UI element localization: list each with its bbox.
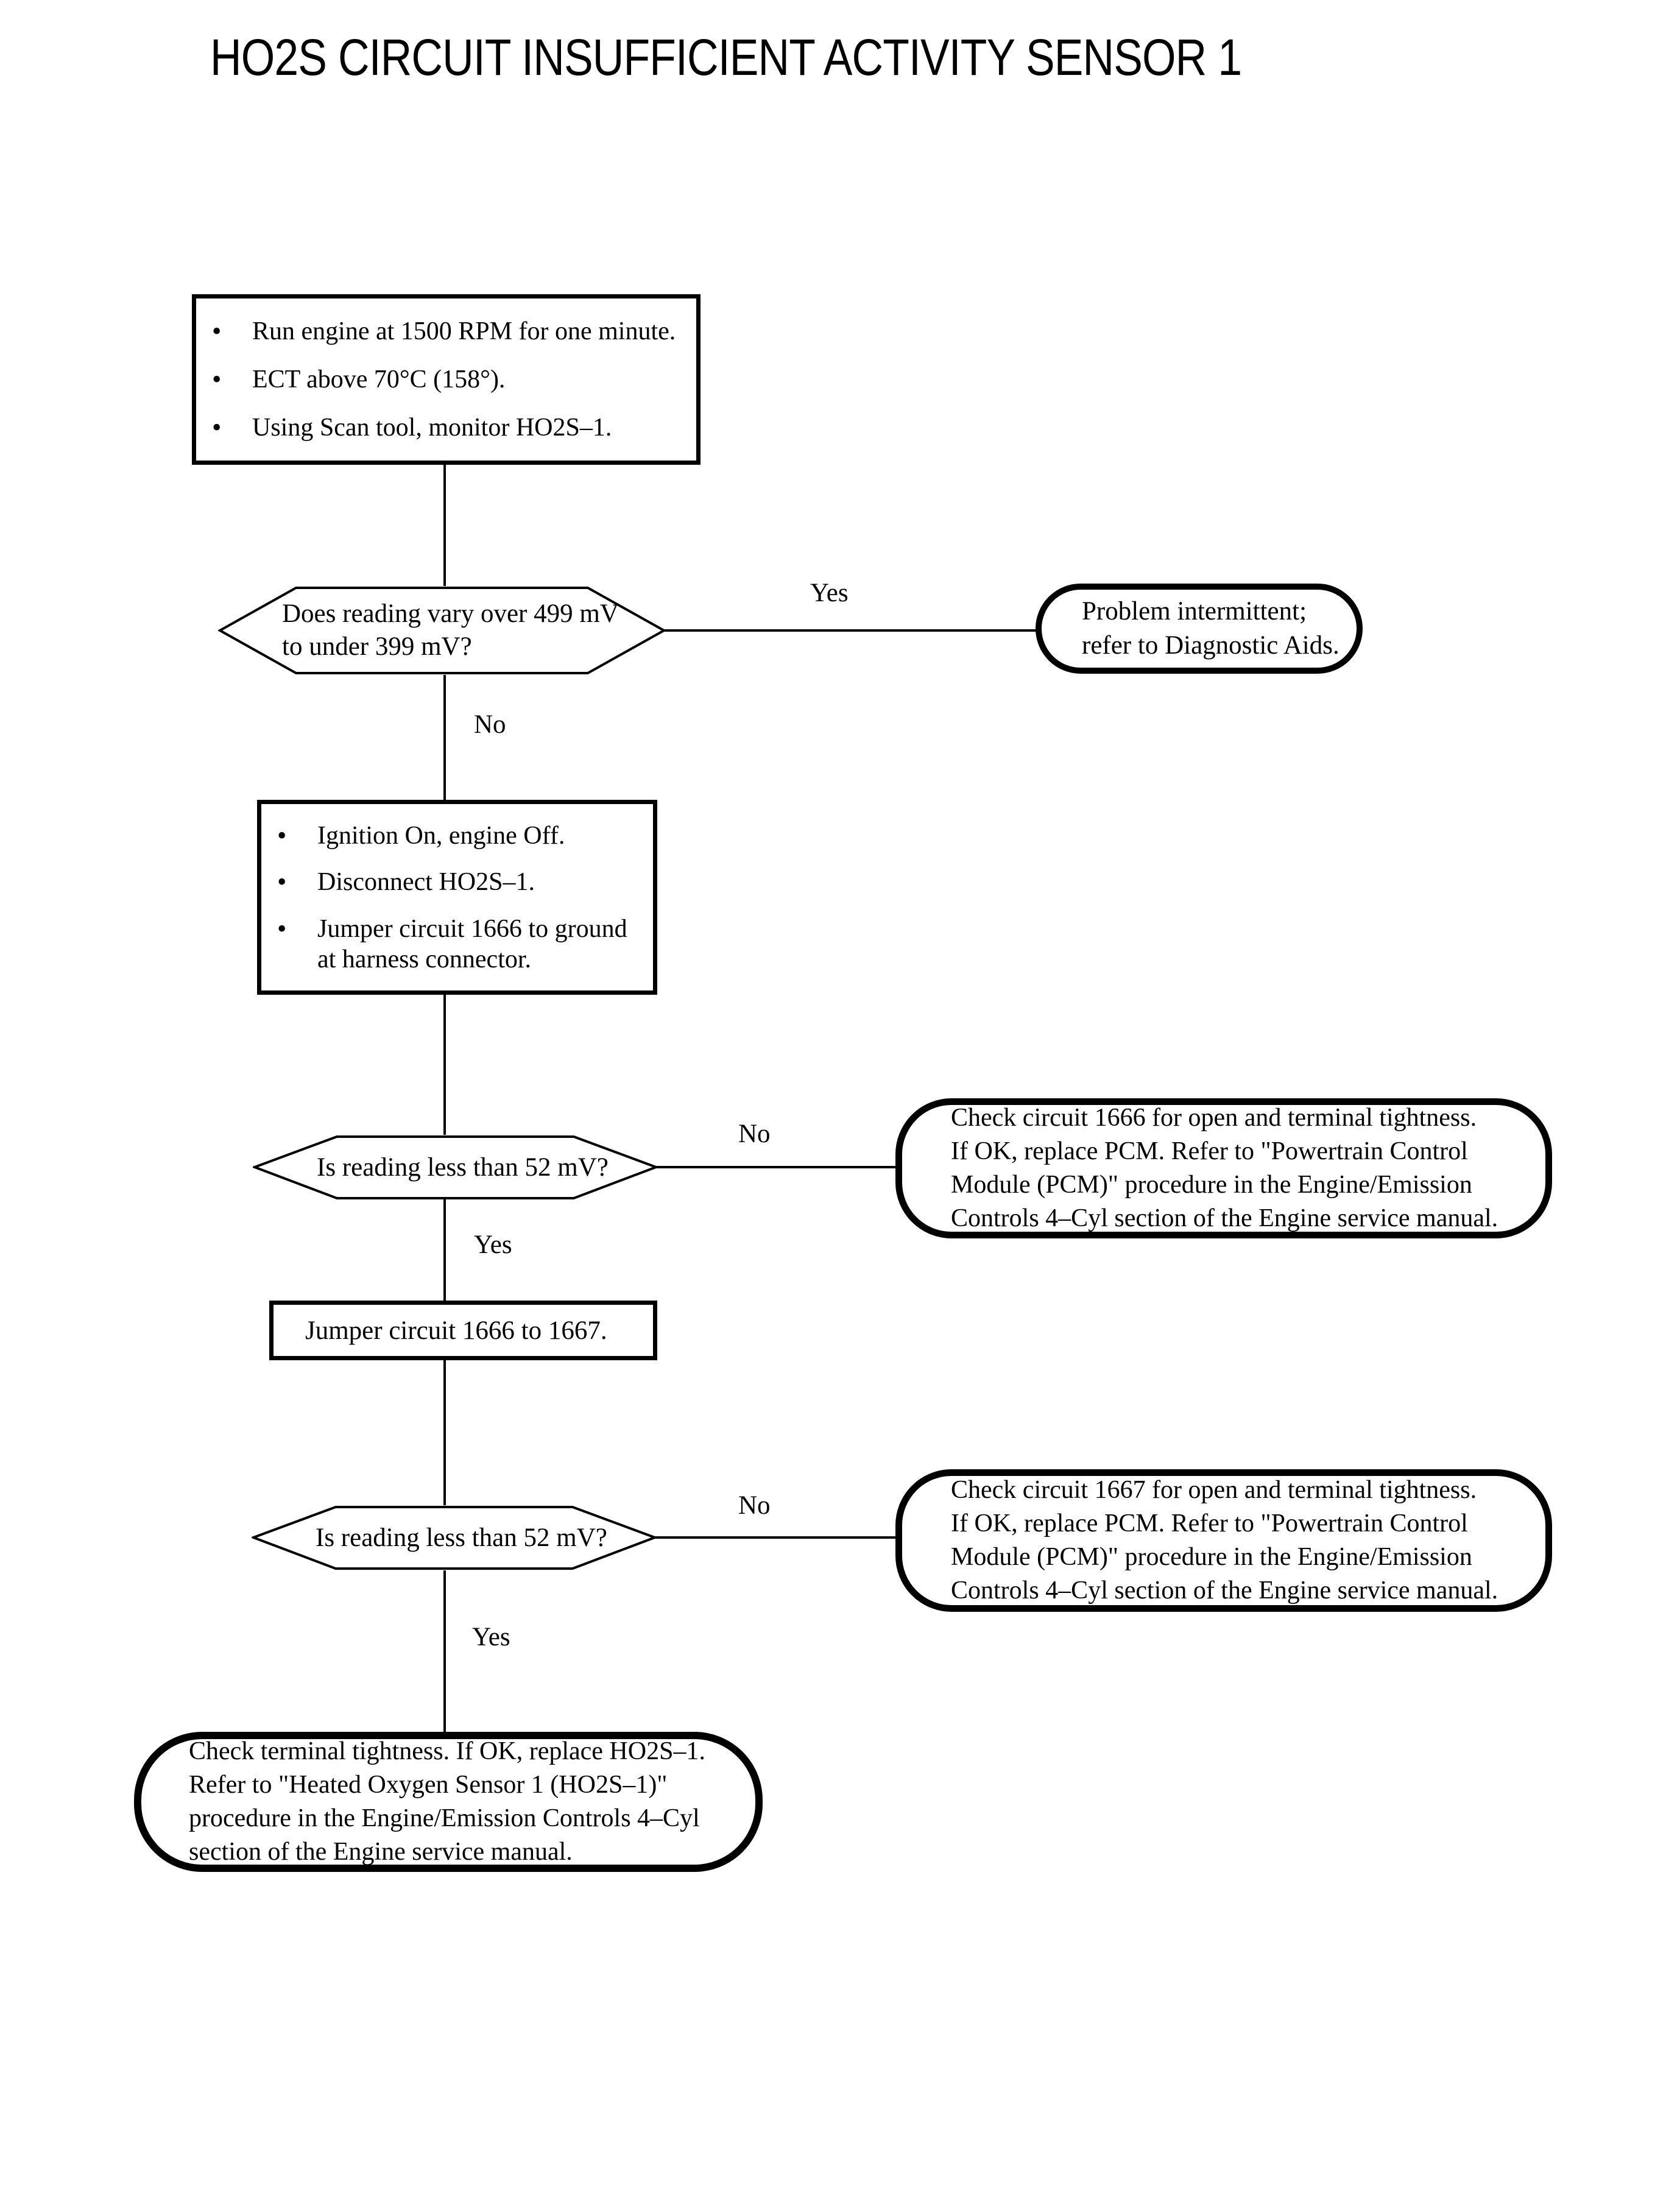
list-item-text: Jumper circuit 1666 to ground at harness… <box>317 914 627 973</box>
branch-label-yes: Yes <box>472 1623 510 1651</box>
connector-prep-to-decision2 <box>443 995 446 1135</box>
bullet-icon: • <box>277 867 287 897</box>
decision-text-line: Is reading less than 52 mV? <box>316 1523 607 1552</box>
connector-decision1-no <box>443 675 446 800</box>
branch-label-no: No <box>738 1120 771 1148</box>
decision-reading-52mv-1: Is reading less than 52 mV? <box>253 1135 658 1200</box>
connector-decision3-yes <box>443 1570 446 1732</box>
terminator-text-line: Problem intermittent; <box>1082 597 1307 626</box>
terminator-text-line: Controls 4–Cyl section of the Engine ser… <box>951 1576 1498 1605</box>
list-item: • Ignition On, engine Off. <box>261 821 653 851</box>
list-item-text: Using Scan tool, monitor HO2S–1. <box>252 414 612 442</box>
branch-label-yes: Yes <box>474 1230 512 1259</box>
page-title: HO2S CIRCUIT INSUFFICIENT ACTIVITY SENSO… <box>210 29 1242 86</box>
terminator-text-line: refer to Diagnostic Aids. <box>1082 631 1339 660</box>
terminator-text-line: If OK, replace PCM. Refer to "Powertrain… <box>951 1509 1468 1537</box>
connector-jumper-to-decision3 <box>443 1360 446 1505</box>
decision-text-line: to under 399 mV? <box>282 632 472 661</box>
bullet-icon: • <box>277 913 287 944</box>
bullet-icon: • <box>277 820 287 850</box>
terminator-text-line: section of the Engine service manual. <box>189 1838 573 1866</box>
connector-decision2-yes <box>443 1199 446 1301</box>
decision-text-line: Does reading vary over 499 mV <box>282 599 619 628</box>
terminator-check-1667: Check circuit 1667 for open and terminal… <box>895 1469 1552 1612</box>
connector-decision3-no <box>655 1536 895 1539</box>
process-text: Jumper circuit 1666 to 1667. <box>305 1316 607 1345</box>
prep-steps-box: • Ignition On, engine Off. • Disconnect … <box>257 800 657 995</box>
list-item: • Disconnect HO2S–1. <box>261 867 653 897</box>
list-item-text: Run engine at 1500 RPM for one minute. <box>252 317 676 345</box>
decision-reading-52mv-2: Is reading less than 52 mV? <box>252 1505 657 1570</box>
list-item-text: Ignition On, engine Off. <box>317 821 565 850</box>
terminator-text-line: Check circuit 1666 for open and terminal… <box>951 1104 1477 1132</box>
list-item-text: ECT above 70°C (158°). <box>252 365 506 394</box>
connector-decision2-no <box>657 1166 895 1168</box>
list-item-text: Disconnect HO2S–1. <box>317 868 535 896</box>
list-item: • Run engine at 1500 RPM for one minute. <box>196 316 696 347</box>
connector-decision1-yes <box>665 629 1037 632</box>
decision-reading-vary: Does reading vary over 499 mV to under 3… <box>218 586 666 675</box>
decision-hexagon-outline <box>253 1135 658 1199</box>
terminator-check-1666: Check circuit 1666 for open and terminal… <box>895 1098 1552 1238</box>
list-item: • Jumper circuit 1666 to ground at harne… <box>261 914 653 975</box>
branch-label-no: No <box>738 1491 771 1520</box>
branch-label-no: No <box>474 710 506 739</box>
terminator-replace-ho2s: Check terminal tightness. If OK, replace… <box>134 1732 763 1872</box>
bullet-icon: • <box>212 316 222 346</box>
terminator-problem-intermittent: Problem intermittent; refer to Diagnosti… <box>1036 584 1363 674</box>
terminator-text-line: procedure in the Engine/Emission Control… <box>189 1804 700 1832</box>
terminator-text-line: Controls 4–Cyl section of the Engine ser… <box>951 1204 1498 1232</box>
decision-text-line: Is reading less than 52 mV? <box>317 1153 609 1182</box>
jumper-circuit-box: Jumper circuit 1666 to 1667. <box>269 1301 657 1360</box>
decision-hexagon-outline <box>218 587 666 674</box>
terminator-text-line: If OK, replace PCM. Refer to "Powertrain… <box>951 1137 1468 1165</box>
connector-start-to-decision1 <box>443 465 446 586</box>
list-item: • Using Scan tool, monitor HO2S–1. <box>196 412 696 443</box>
decision-hexagon-outline <box>252 1506 657 1570</box>
list-item: • ECT above 70°C (158°). <box>196 364 696 395</box>
bullet-icon: • <box>212 412 222 442</box>
terminator-text-line: Refer to "Heated Oxygen Sensor 1 (HO2S–1… <box>189 1771 668 1799</box>
branch-label-yes: Yes <box>810 579 849 607</box>
terminator-text-line: Module (PCM)" procedure in the Engine/Em… <box>951 1543 1472 1571</box>
terminator-text-line: Check terminal tightness. If OK, replace… <box>189 1737 705 1765</box>
bullet-icon: • <box>212 364 222 394</box>
terminator-text-line: Check circuit 1667 for open and terminal… <box>951 1476 1477 1504</box>
start-conditions-box: • Run engine at 1500 RPM for one minute.… <box>192 294 701 465</box>
terminator-text-line: Module (PCM)" procedure in the Engine/Em… <box>951 1171 1472 1199</box>
